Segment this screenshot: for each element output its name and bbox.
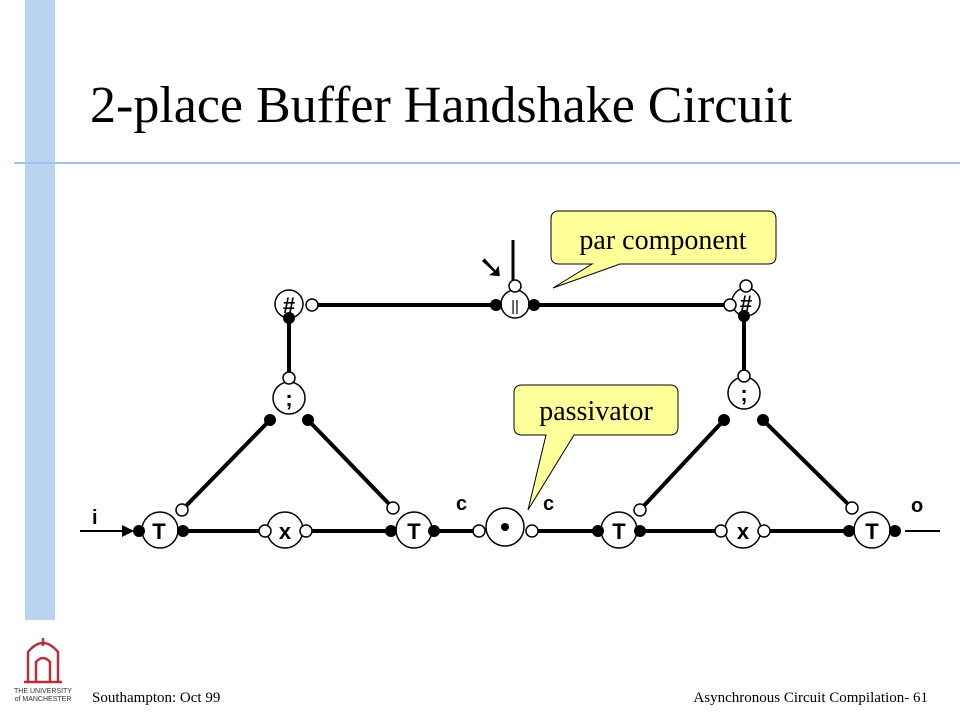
- variable-2-label: x: [737, 519, 750, 544]
- transferrer-1-label: T: [152, 519, 166, 544]
- par-callout-text: par component: [579, 225, 746, 256]
- wire-seq-t3: [638, 418, 726, 512]
- variable-1-label: x: [279, 519, 292, 544]
- transferrer-4-label: T: [865, 519, 879, 544]
- wires: [180, 303, 854, 533]
- channel-o-label: o: [911, 495, 923, 517]
- port-passive: [305, 298, 319, 312]
- slide-title: 2-place Buffer Handshake Circuit: [90, 77, 793, 134]
- port-passive: [525, 524, 539, 538]
- port-active: [889, 525, 901, 537]
- repeater-right-label: #: [740, 291, 752, 316]
- port-active: [490, 299, 502, 311]
- sequencer-right-label: ;: [740, 381, 747, 406]
- channel-c-right-label: c: [543, 493, 554, 515]
- transferrer-3-label: T: [612, 519, 626, 544]
- transferrer-2-label: T: [407, 519, 421, 544]
- port-active: [428, 525, 440, 537]
- port-active: [528, 299, 540, 311]
- pointer-arrow-icon: ➘: [478, 248, 505, 286]
- logo-line-1: THE UNIVERSITY: [14, 688, 72, 695]
- passivator-dot: [501, 523, 509, 531]
- port-passive: [282, 371, 296, 385]
- channel-i-label: i: [92, 507, 98, 529]
- passivator-callout: [513, 384, 679, 511]
- title-rule: [14, 162, 960, 164]
- port-active: [757, 414, 769, 426]
- port-passive: [737, 369, 751, 383]
- footer-left: Southampton: Oct 99: [92, 690, 221, 706]
- wire-seq-t1: [180, 418, 272, 512]
- sequencer-left-label: ;: [285, 386, 292, 411]
- par-label: ||: [511, 298, 519, 315]
- port-passive: [845, 501, 859, 515]
- port-active: [592, 525, 604, 537]
- port-active: [843, 525, 855, 537]
- passivator-callout-text: passivator: [539, 396, 653, 427]
- port-active: [302, 414, 314, 426]
- port-passive: [175, 503, 189, 517]
- channel-c-left-label: c: [456, 493, 467, 515]
- wire-seq-t4: [761, 418, 854, 510]
- wire-seq-t2: [306, 418, 395, 510]
- input-arrow-head: [122, 525, 134, 537]
- port-active: [718, 414, 730, 426]
- port-passive: [757, 524, 771, 538]
- port-passive: [714, 524, 728, 538]
- port-passive: [258, 524, 272, 538]
- port-passive: [723, 298, 737, 312]
- port-active: [385, 525, 397, 537]
- university-logo-text: THE UNIVERSITY of MANCHESTER: [8, 688, 78, 704]
- university-logo-icon: [24, 638, 62, 684]
- port-passive: [739, 279, 753, 293]
- port-passive: [299, 524, 313, 538]
- par-callout: [550, 210, 777, 289]
- accent-bar: [25, 0, 55, 620]
- port-active: [133, 525, 145, 537]
- port-active: [634, 525, 646, 537]
- footer-right: Asynchronous Circuit Compilation- 61: [693, 690, 928, 706]
- port-active: [264, 414, 276, 426]
- logo-line-2: of MANCHESTER: [14, 696, 72, 703]
- port-passive: [508, 279, 522, 293]
- port-passive: [633, 503, 647, 517]
- port-passive: [472, 524, 486, 538]
- port-active: [283, 312, 295, 324]
- repeater-left-label: #: [283, 293, 295, 318]
- port-passive: [386, 501, 400, 515]
- port-active: [738, 310, 750, 322]
- port-active: [177, 525, 189, 537]
